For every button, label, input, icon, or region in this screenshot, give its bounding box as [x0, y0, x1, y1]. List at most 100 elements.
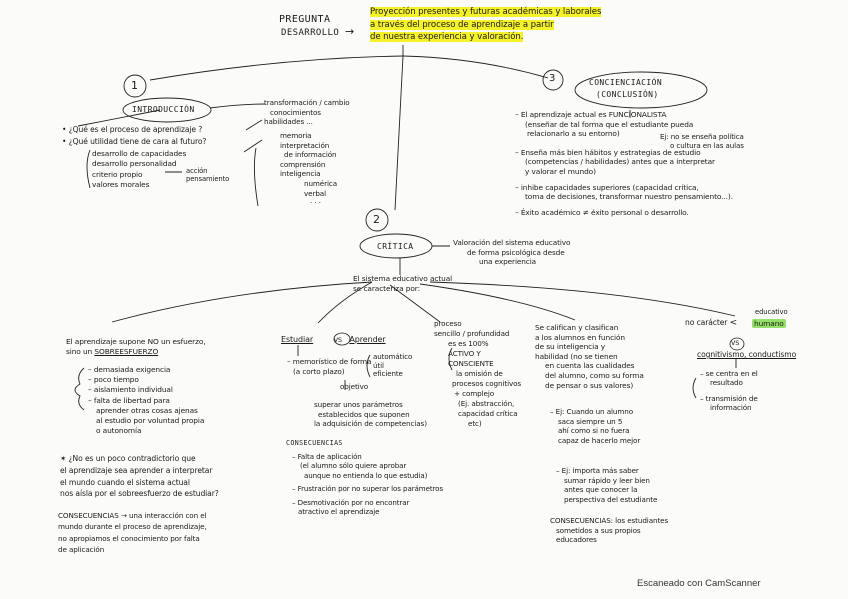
consequence-line: mundo durante el proceso de aprendizaje,: [58, 521, 207, 532]
example-line: – Ej: importa más saber: [556, 466, 657, 476]
question-line: a través del proceso de aprendizaje a pa…: [370, 20, 554, 30]
skill-item: inteligencia: [270, 169, 337, 179]
consequence-line: aunque no entienda lo que estudia): [292, 471, 443, 480]
intro-question: • ¿Qué es el proceso de aprendizaje ?: [62, 124, 206, 136]
definition-line: transformación / cambio: [264, 98, 350, 108]
skill-item: · · ·: [270, 198, 337, 208]
intro-question: • ¿Qué utilidad tiene de cara al futuro?: [62, 136, 206, 148]
consequence-line: no apropiamos el conocimiento por falta: [58, 533, 207, 544]
col1-lead-line: sino un: [66, 347, 92, 356]
section-2-number: 2: [373, 213, 380, 226]
consequence-line: educadores: [550, 535, 668, 545]
col5-pre: no carácter: [685, 318, 727, 327]
consequence-line: sometidos a sus propios: [550, 526, 668, 536]
system-characteristics: El sistema educativo actual se caracteri…: [353, 274, 452, 293]
question-line: nos aísla por el sobreesfuerzo de estudi…: [60, 488, 219, 500]
col3-line: etc): [434, 419, 521, 429]
future-utility-list: desarrollo de capacidades desarrollo per…: [92, 149, 186, 191]
question-line: el aprendizaje sea aprender a interpreta…: [60, 465, 219, 477]
section-3-number: 3: [549, 73, 555, 84]
col4-example-1: – Ej: Cuando un alumno saca siempre un 5…: [550, 407, 640, 445]
consequence-line: atractivo el aprendizaje: [292, 507, 443, 516]
conclusion-line: y valorar el mundo): [515, 167, 733, 177]
list-item: desarrollo personalidad: [92, 159, 186, 169]
col2-goal: superar unos parámetros establecidos que…: [314, 400, 427, 429]
objective-label: objetivo: [340, 383, 368, 391]
section-1-title: INTRODUCCIÓN: [132, 105, 195, 114]
tag-humano-text: humano: [752, 319, 786, 328]
goal-line: establecidos que suponen: [314, 410, 427, 420]
list-item: aprender otras cosas ajenas: [88, 406, 204, 416]
conclusion-line: toma de decisiones, transformar nuestro …: [515, 192, 733, 202]
side-note-line: o cultura en las aulas: [660, 141, 744, 150]
col4-line: habilidad (no se tienen: [535, 352, 644, 362]
skill-item: comprensión: [270, 160, 337, 170]
conclusion-line: – El aprendizaje actual es FUNCIONALISTA: [515, 110, 733, 120]
system-line: El sistema educativo actual: [353, 274, 452, 284]
col4-line: Se califican y clasifican: [535, 323, 644, 333]
col4-line: a los alumnos en función: [535, 333, 644, 343]
section-1-questions: • ¿Qué es el proceso de aprendizaje ? • …: [62, 124, 206, 148]
system-line: se caracteriza por:: [353, 284, 452, 294]
conclusion-side-note: Ej: no se enseña política o cultura en l…: [660, 132, 744, 151]
example-line: saca siempre un 5: [550, 417, 640, 427]
example-line: – Ej: Cuando un alumno: [550, 407, 640, 417]
consequence-line: de aplicación: [58, 544, 207, 555]
section-3-title: CONCIENCIACIÓN: [589, 78, 662, 87]
skill-item: memoria: [270, 131, 337, 141]
example-line: sumar rápido y leer bien: [556, 476, 657, 486]
consequence-line: – Falta de aplicación: [292, 452, 443, 461]
tag-humano: humano: [752, 320, 786, 329]
consequence-line: (el alumno sólo quiere aprobar: [292, 461, 443, 470]
col3-line: es es 100%: [434, 339, 521, 349]
goal-line: superar unos parámetros: [314, 400, 427, 410]
skill-item: interpretación: [270, 141, 337, 151]
col3-line: sencillo / profundidad: [434, 329, 521, 339]
col2-line: – memorístico de forma: [287, 357, 371, 367]
col2-brace-items: automático útil eficiente: [373, 353, 412, 379]
col1-question: ✶ ¿No es un poco contradictorio que el a…: [60, 453, 219, 500]
camscanner-watermark: Escaneado con CamScanner: [637, 578, 761, 589]
col3-line: procesos cognitivos: [434, 379, 521, 389]
col1-items: – demasiada exigencia – poco tiempo – ai…: [88, 365, 204, 436]
habilidades-list: memoria interpretación de información co…: [270, 131, 337, 208]
goal-line: la adquisición de competencias): [314, 419, 427, 429]
col4-line: de pensar o sus valores): [535, 381, 644, 391]
definition-line: habilidades ...: [264, 117, 350, 127]
col1-consequences: CONSECUENCIAS → una interacción con el m…: [58, 510, 207, 556]
example-line: antes que conocer la: [556, 485, 657, 495]
col3-line: la omisión de: [434, 369, 521, 379]
col3-line: proceso: [434, 319, 521, 329]
section-1-number: 1: [131, 79, 138, 92]
conclusion-line: – inhibe capacidades superiores (capacid…: [515, 183, 733, 193]
skill-item: de información: [270, 150, 337, 160]
consequence-line: – Frustración por no superar los parámet…: [292, 484, 443, 493]
conclusion-line: (enseñar de tal forma que el estudiante …: [515, 120, 733, 130]
list-item: – falta de libertad para: [88, 396, 204, 406]
col1-emphasis: SOBREESFUERZO: [94, 347, 158, 356]
col4-classification: Se califican y clasifican a los alumnos …: [535, 323, 644, 390]
conclusion-line: – Éxito académico ≠ éxito personal o des…: [515, 208, 733, 218]
col3-process: proceso sencillo / profundidad es es 100…: [434, 319, 521, 429]
col2-line: (a corto plazo): [287, 367, 371, 377]
side-note-line: Ej: no se enseña política: [660, 132, 744, 141]
list-item: – poco tiempo: [88, 375, 204, 385]
col5-title: cognitivismo, conductismo: [697, 351, 796, 360]
skill-item: verbal: [270, 189, 337, 199]
col2-consequences-title: CONSECUENCIAS: [286, 440, 343, 448]
col3-line: capacidad crítica: [434, 409, 521, 419]
learning-definition: transformación / cambio conocimientos ha…: [264, 98, 350, 127]
list-item: o autonomía: [88, 426, 204, 436]
question-line: el mundo cuando el sistema actual: [60, 477, 219, 489]
example-line: perspectiva del estudiante: [556, 495, 657, 505]
col5-item: resultado: [700, 378, 758, 387]
question-line: de nuestra experiencia y valoración.: [370, 32, 523, 42]
vs-label: VS: [334, 336, 342, 344]
estudiar-label: Estudiar: [281, 335, 313, 344]
consequence-line: CONSECUENCIAS: los estudiantes: [550, 516, 668, 526]
criterio-note-line: pensamiento: [186, 175, 229, 183]
list-item: criterio propio: [92, 170, 186, 180]
col5-vs: VS: [731, 340, 739, 348]
list-item: – aislamiento individual: [88, 385, 204, 395]
list-item: al estudio por voluntad propia: [88, 416, 204, 426]
